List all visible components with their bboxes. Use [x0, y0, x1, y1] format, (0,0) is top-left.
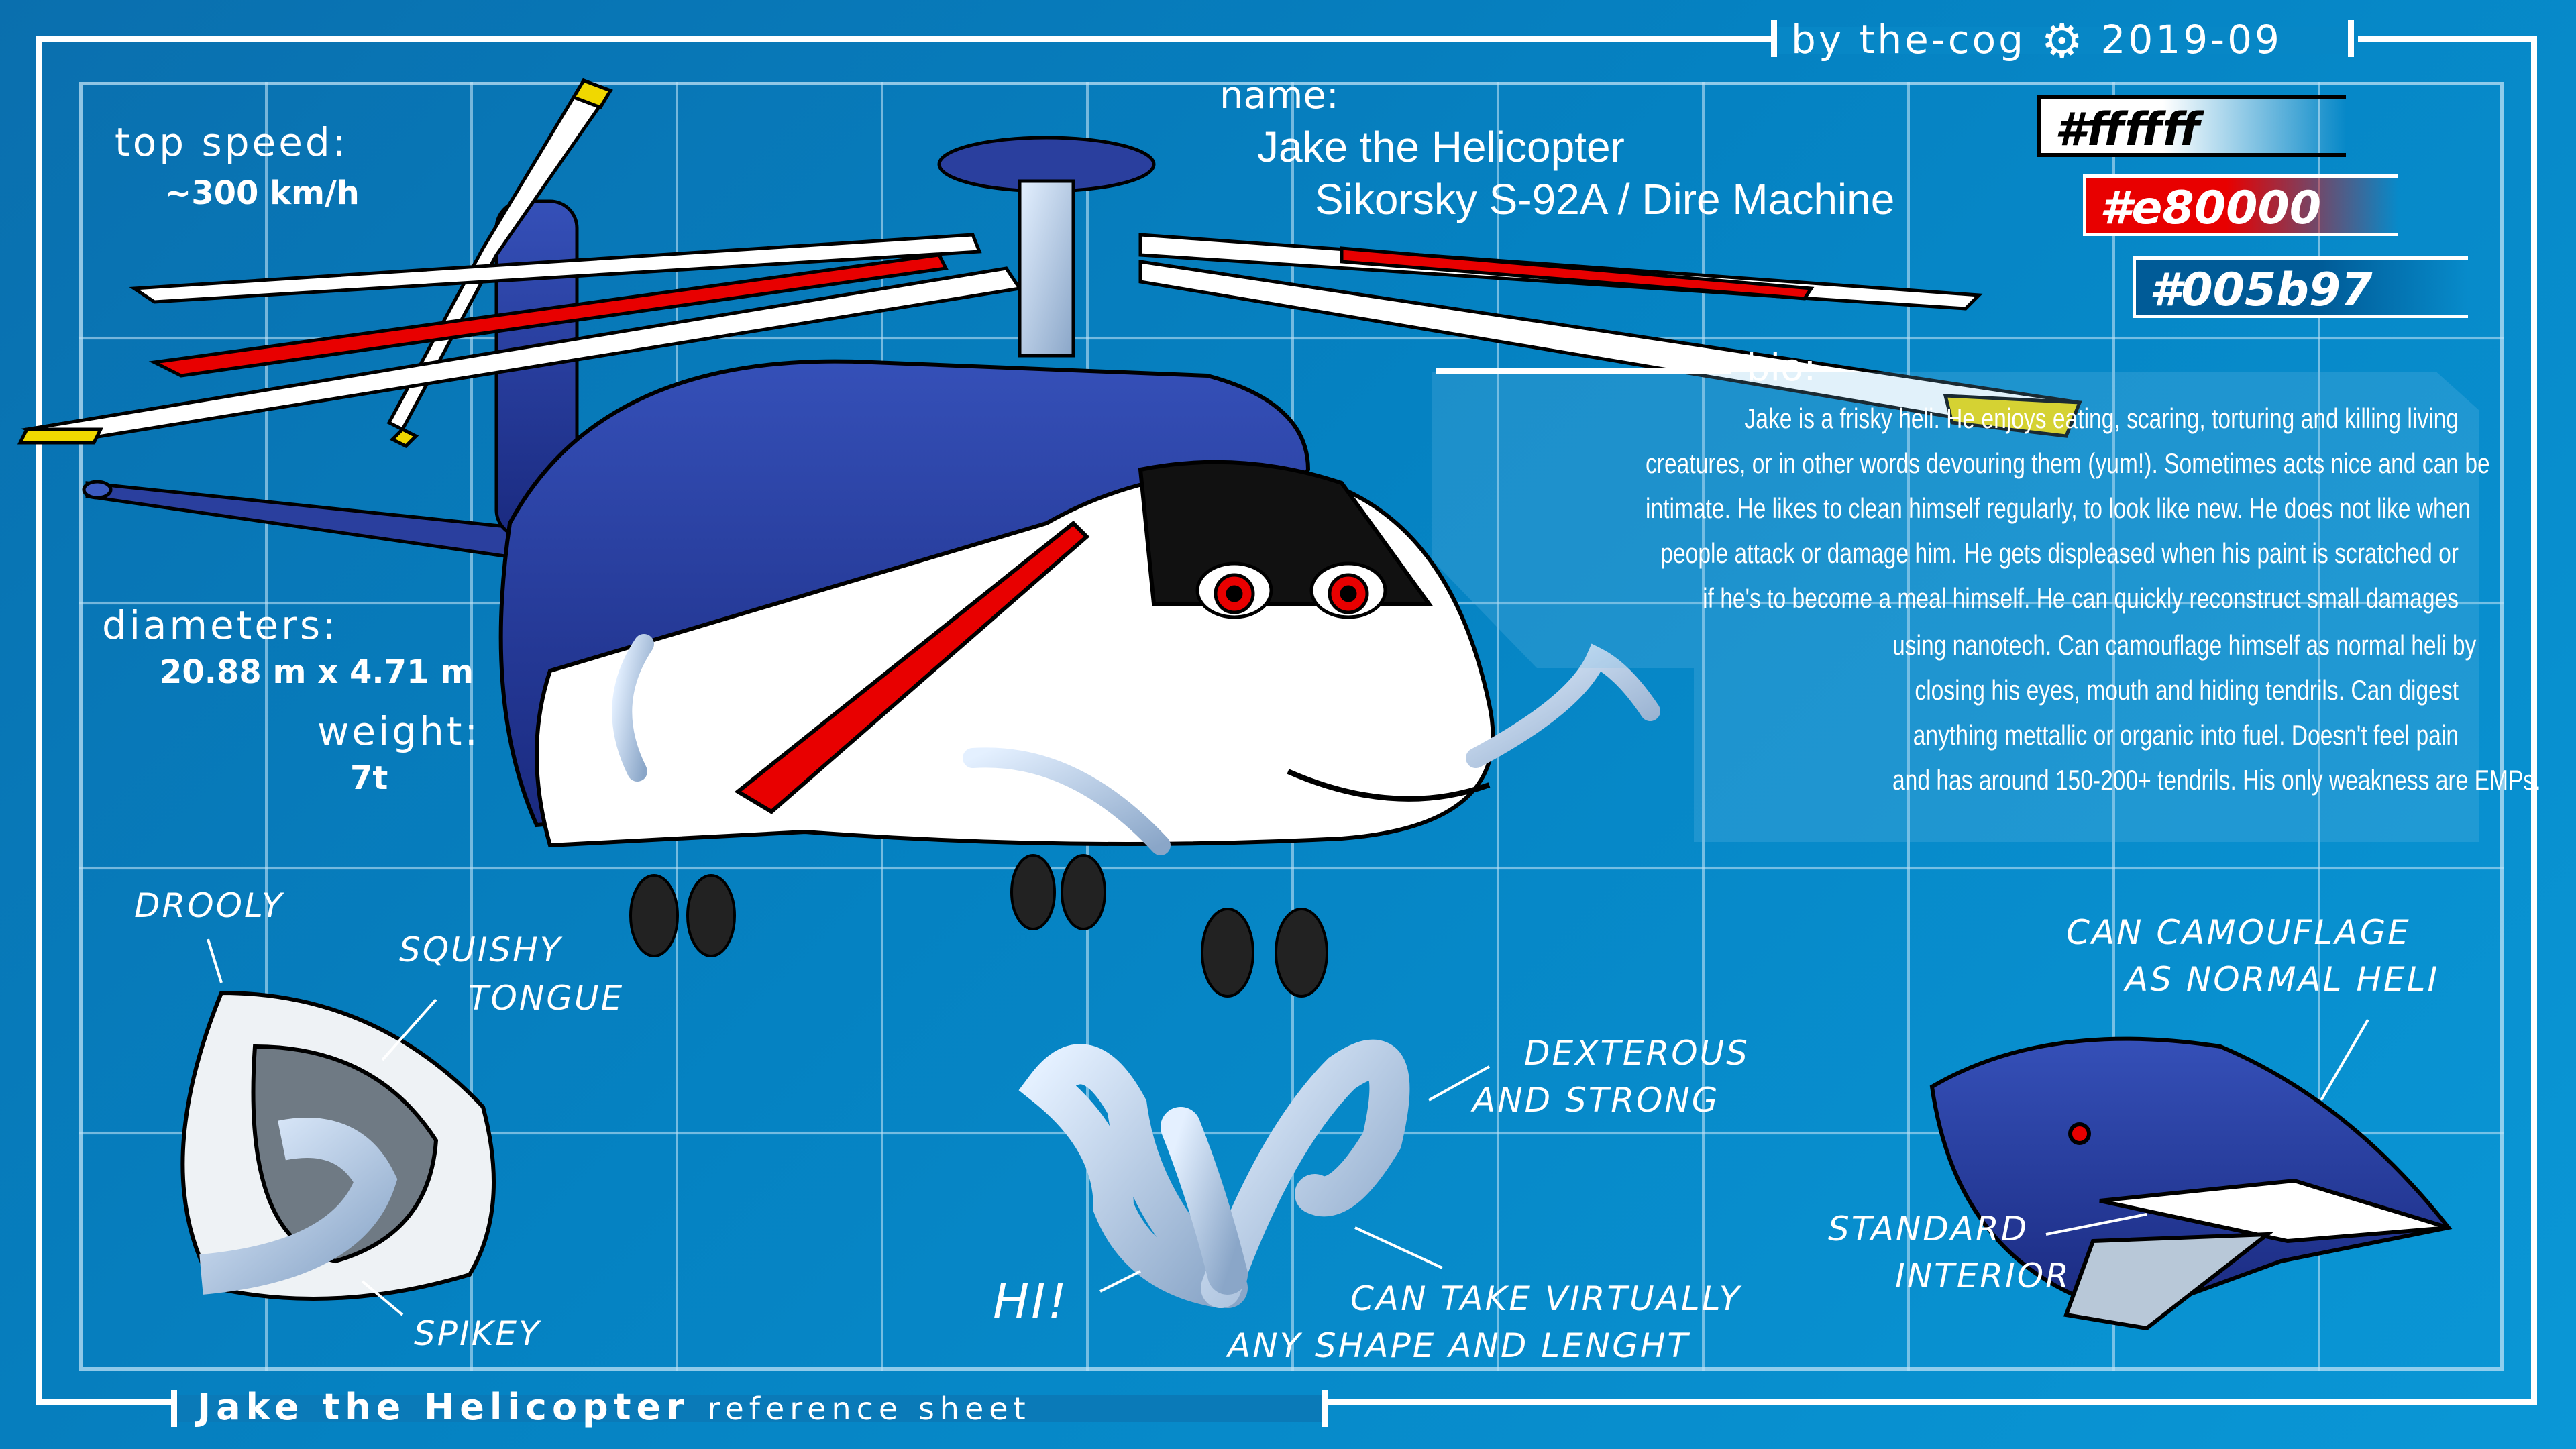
annotation-squishy: SQUISHY	[399, 930, 563, 969]
annotation-spikey: SPIKEY	[414, 1314, 541, 1353]
annotation-tongue: TONGUE	[468, 979, 625, 1018]
name-model: Sikorsky S-92A / Dire Machine	[1315, 175, 1895, 223]
annotation-normal-heli: AS NORMAL HELI	[2125, 960, 2440, 999]
diameters-value: 20.88 m x 4.71 m	[160, 653, 474, 691]
bio-line: using nanotech. Can camouflage himself a…	[1892, 629, 2477, 661]
bio-line: closing his eyes, mouth and hiding tendr…	[1915, 674, 2459, 706]
annotation-dexterous: DEXTEROUS	[1524, 1034, 1750, 1073]
annotation-length: ANY SHAPE AND LENGHT	[1228, 1326, 1690, 1365]
helicopter-grin	[1287, 769, 1491, 802]
weight-label: weight:	[317, 708, 481, 754]
name-title: Jake the Helicopter	[1257, 123, 1625, 171]
frame-tick	[1322, 1390, 1328, 1427]
annotation-shape: CAN TAKE VIRTUALLY	[1350, 1279, 1742, 1318]
footer-title: Jake the Helicopter reference sheet	[197, 1387, 1031, 1428]
tail-rotor	[386, 78, 613, 449]
weight-value: 7t	[350, 759, 388, 797]
diameters-label: diameters:	[102, 602, 339, 648]
helicopter-body	[498, 359, 1495, 848]
tendril-detail	[1018, 1039, 1410, 1308]
footer-name: Jake the Helicopter	[197, 1386, 690, 1428]
top-speed-value: ~300 km/h	[164, 174, 360, 212]
bio-line: anything mettallic or organic into fuel.…	[1913, 719, 2459, 751]
annotation-drooly: DROOLY	[134, 886, 284, 925]
bio-line: people attack or damage him. He gets dis…	[1660, 537, 2459, 569]
camouflaged-nose-detail	[1929, 1036, 2453, 1331]
tendrils	[612, 634, 1660, 855]
bio-line: Jake is a frisky heli. He enjoys eating,…	[1744, 402, 2459, 434]
bio-line: creatures, or in other words devouring t…	[1646, 447, 2490, 479]
bio-line: and has around 150-200+ tendrils. His on…	[1892, 764, 2541, 796]
credit-author: by the-cog	[1791, 17, 2026, 62]
rotor-hub	[937, 136, 1156, 358]
bio-text-bottom: using nanotech. Can camouflage himself a…	[1751, 623, 2541, 802]
color-swatch-red: #e80000	[2083, 174, 2398, 236]
annotation-interior: INTERIOR	[1895, 1256, 2071, 1295]
bio-line: if he's to become a meal himself. He can…	[1703, 582, 2459, 614]
frame-tick	[2348, 20, 2354, 57]
annotation-hi: HI!	[993, 1273, 1069, 1330]
bio-text-top: Jake is a frisky heli. He enjoys eating,…	[1442, 396, 2490, 621]
name-label: name:	[1220, 74, 1339, 117]
frame-tick	[1771, 20, 1777, 57]
annotation-strong: AND STRONG	[1472, 1081, 1720, 1120]
bio-line: intimate. He likes to clean himself regu…	[1646, 492, 2471, 524]
cog-icon: ⚙	[2041, 13, 2086, 68]
color-swatch-white: #ffffff	[2037, 95, 2346, 157]
footer-subtitle: reference sheet	[707, 1391, 1031, 1427]
mouth-detail	[180, 990, 496, 1301]
color-swatch-blue: #005b97	[2133, 256, 2468, 318]
top-speed-label: top speed:	[115, 119, 349, 165]
helicopter-eyes	[1195, 561, 1387, 619]
color-swatch-label: #ffffff	[2055, 103, 2201, 156]
credit-date: 2019-09	[2100, 17, 2282, 62]
bio-divider	[1436, 368, 1731, 374]
credit: by the-cog ⚙ 2019-09	[1791, 13, 2282, 68]
color-swatch-label: #005b97	[2149, 264, 2373, 317]
bio-label: bio:	[1746, 346, 1817, 390]
annotation-lines	[207, 938, 2369, 1316]
annotation-camouflage: CAN CAMOUFLAGE	[2066, 913, 2411, 952]
frame-gap	[171, 1395, 1328, 1422]
landing-gear	[629, 854, 1328, 998]
frame-tick	[171, 1390, 177, 1427]
main-rotor-blades	[17, 233, 2082, 445]
frame-gap	[1774, 27, 2358, 54]
annotation-standard: STANDARD	[1828, 1210, 2029, 1248]
color-swatch-label: #e80000	[2100, 182, 2322, 235]
